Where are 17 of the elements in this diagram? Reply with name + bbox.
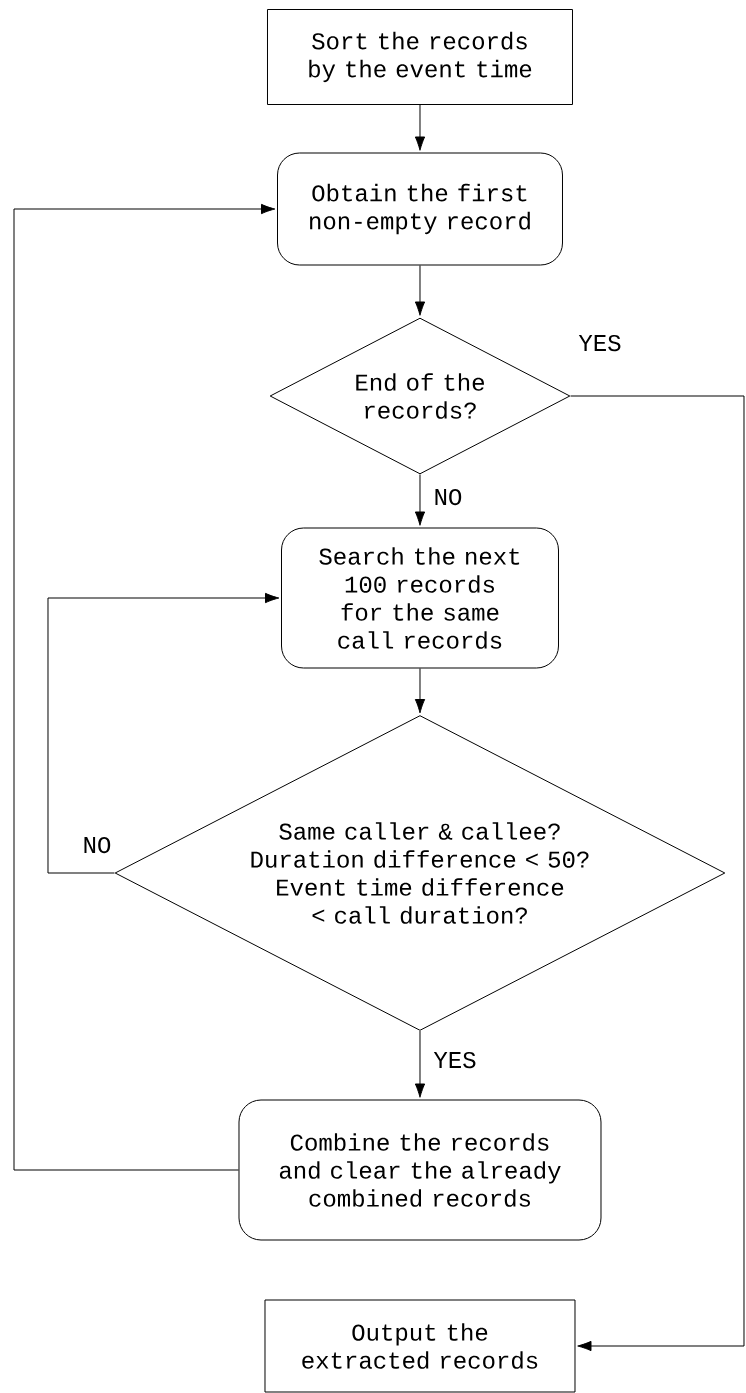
process-box: Obtain the first non-empty record xyxy=(277,152,563,266)
edge-label: NO xyxy=(431,486,465,508)
arrow xyxy=(414,1030,426,1098)
edge-label: NO xyxy=(80,834,114,856)
arrow xyxy=(414,104,426,151)
arrow xyxy=(47,592,280,874)
edge-label: YES xyxy=(576,332,624,354)
process-box: Combine the records and clear the already combined records xyxy=(238,1099,602,1241)
arrow xyxy=(414,265,426,316)
arrow xyxy=(13,203,276,1171)
arrow xyxy=(570,395,745,1352)
edge-label: YES xyxy=(431,1049,479,1071)
process-box: Sort the records by the event time xyxy=(267,9,573,105)
process-box: Search the next 100 records for the same call records xyxy=(281,527,559,669)
arrow xyxy=(414,474,426,526)
arrow xyxy=(414,668,426,714)
process-box: Output the extracted records xyxy=(264,1299,576,1393)
